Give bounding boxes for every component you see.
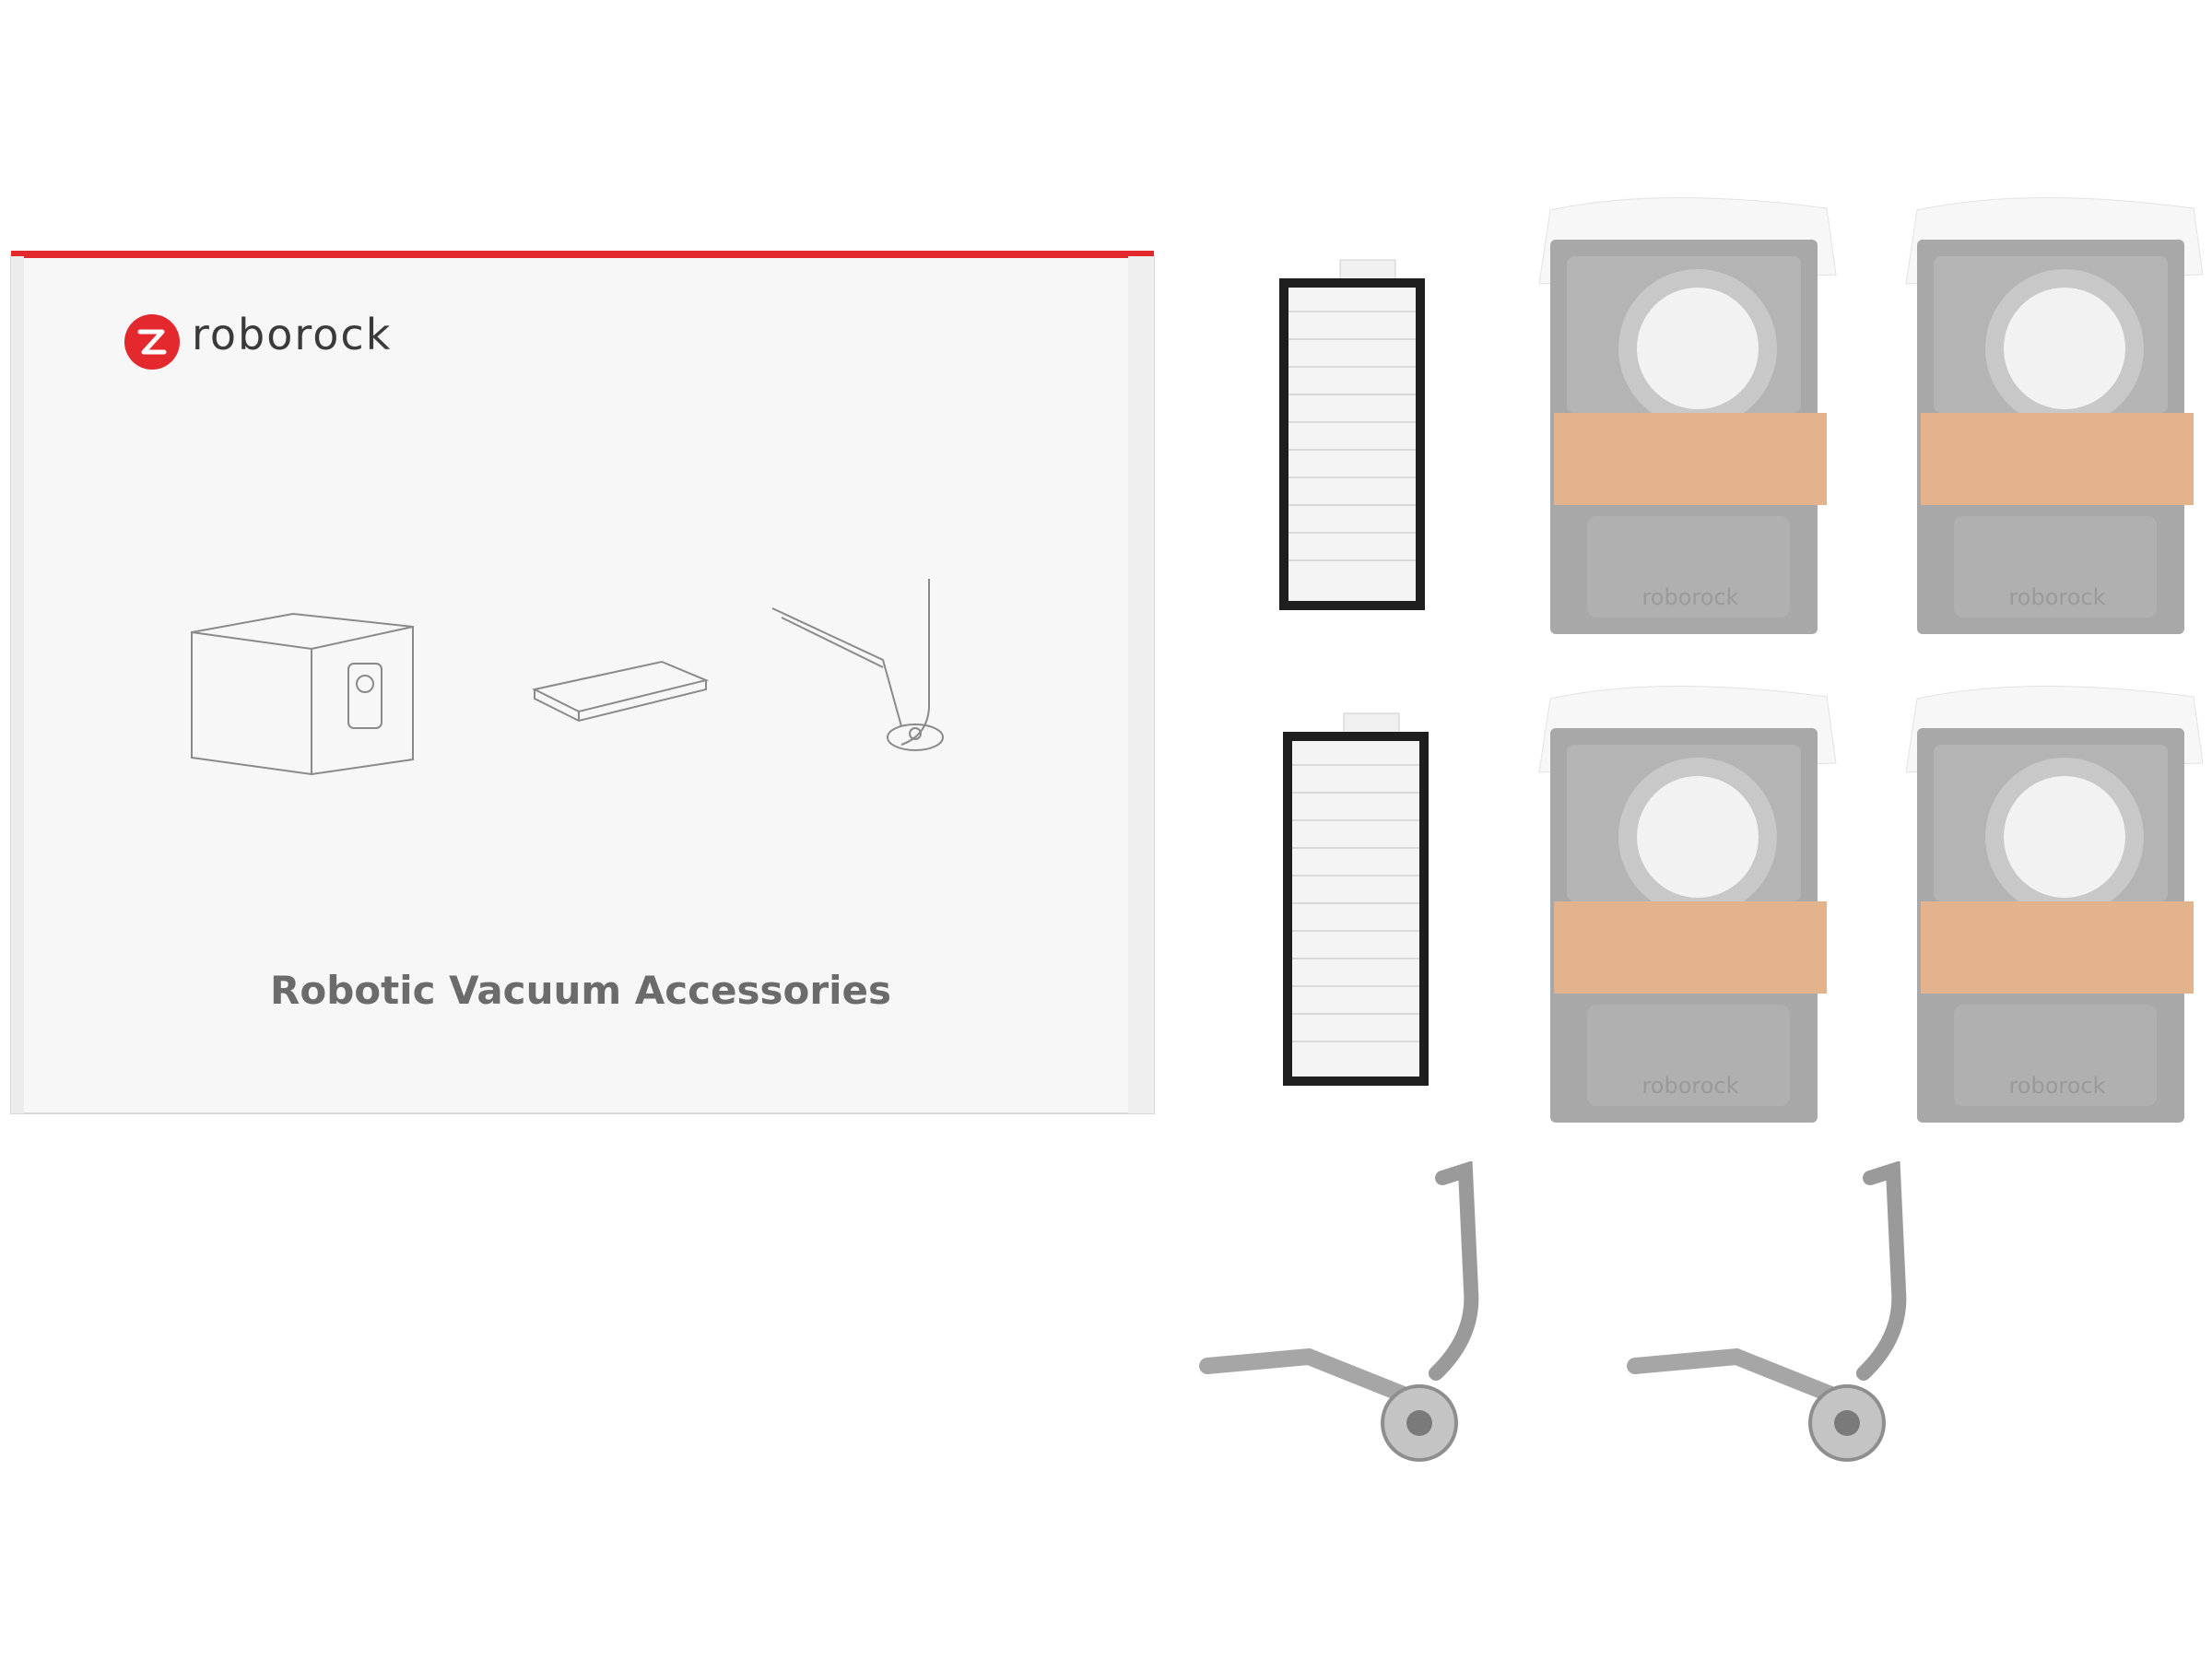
dust-bag: roborock <box>1905 197 2204 634</box>
box-caption: Robotic Vacuum Accessories <box>270 968 891 1013</box>
bag-imprint: roborock <box>1641 1073 1738 1099</box>
dust-bag-illustration-icon <box>191 612 414 776</box>
filter-illustration-icon <box>532 660 710 723</box>
bag-imprint: roborock <box>2008 584 2105 610</box>
bag-imprint: roborock <box>2008 1073 2105 1099</box>
brand-name: roborock <box>192 310 393 359</box>
dust-bag: roborock <box>1905 686 2204 1123</box>
bag-imprint: roborock <box>1641 584 1738 610</box>
hepa-filter <box>1279 259 1425 610</box>
dust-bag: roborock <box>1538 197 1837 634</box>
roborock-logo-icon <box>124 314 180 370</box>
side-brush <box>1627 1161 1907 1462</box>
side-brush <box>1199 1161 1479 1462</box>
side-brush-illustration-icon <box>771 579 944 751</box>
hepa-filter <box>1283 712 1429 1086</box>
dust-bag: roborock <box>1538 686 1837 1123</box>
accessory-box <box>10 251 1155 1114</box>
